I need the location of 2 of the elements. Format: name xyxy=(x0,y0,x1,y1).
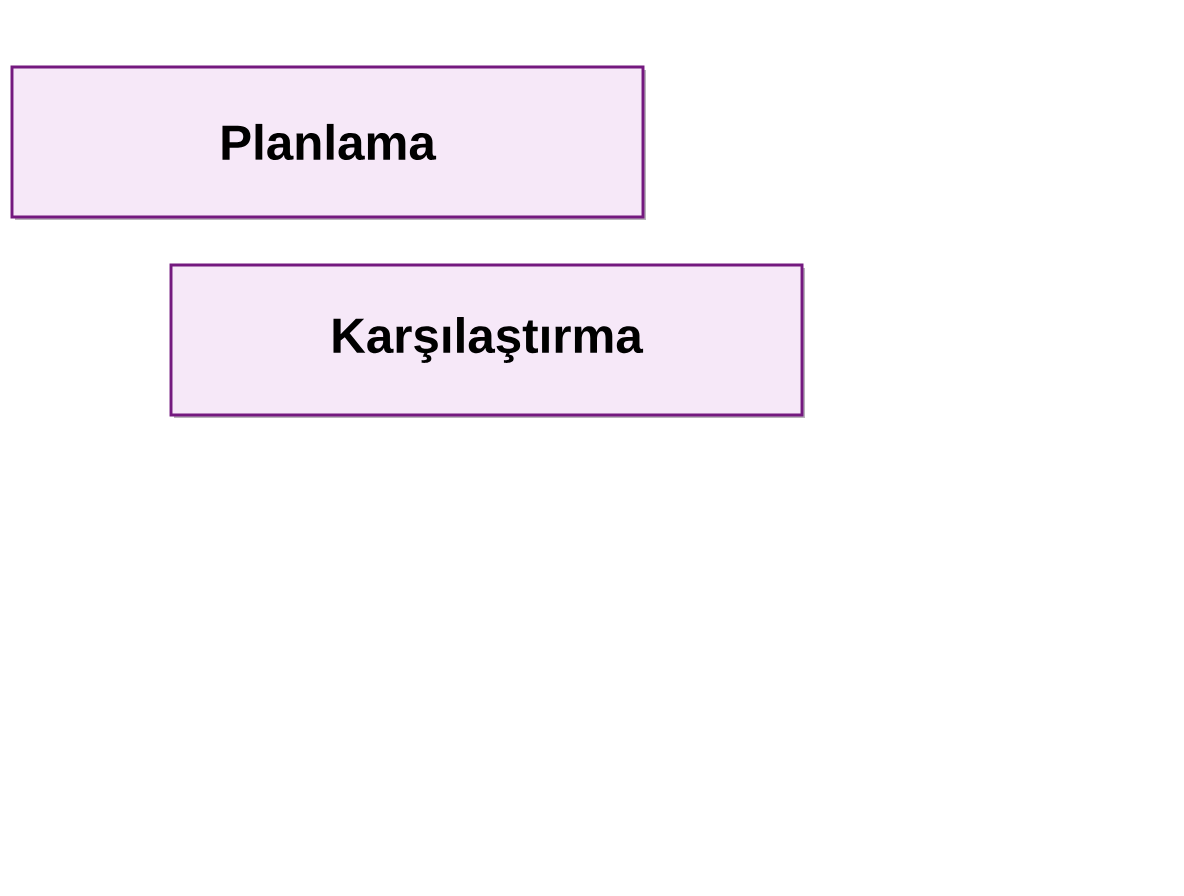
process-box: Planlama xyxy=(10,65,646,220)
process-box: Karşılaştırma xyxy=(169,263,805,418)
